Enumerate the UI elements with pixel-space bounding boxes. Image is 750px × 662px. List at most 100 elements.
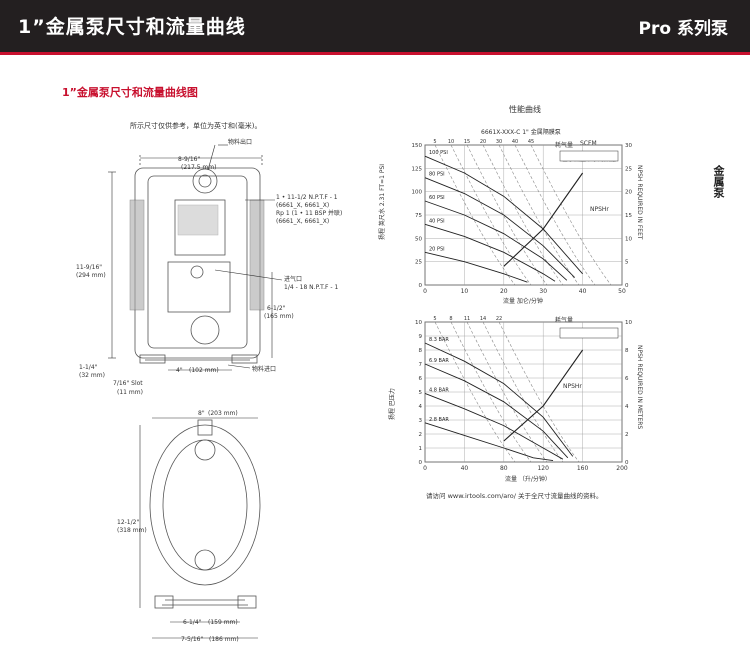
air-curve: [498, 144, 580, 286]
air-curve: [466, 144, 548, 286]
series-label: 100 PSI: [429, 150, 448, 156]
y2-tick-label: 20: [625, 190, 632, 196]
port-2-label: Rp 1 (1 • 11 BSP 并联): [276, 210, 343, 217]
air-tick-label: 30: [496, 139, 502, 145]
series-line: [424, 251, 528, 283]
y-tick-label: 0: [419, 283, 423, 289]
y-tick-label: 7: [419, 362, 423, 368]
dimension-note: 所示尺寸仅供参考，单位为英寸和(毫米)。: [130, 122, 262, 130]
y2-tick-label: 25: [625, 166, 632, 172]
h2-label: 6-1/2": [267, 305, 286, 312]
material-inlet-label: 物料进口: [252, 366, 277, 373]
height-mm-label: (294 mm): [76, 272, 106, 279]
air-unit-top: SCFM: [580, 140, 597, 147]
slot-mm-label: (11 mm): [117, 389, 143, 396]
air-label-top: 耗气量: [555, 142, 574, 149]
air-tick-label: 5: [433, 139, 436, 145]
curves-model: 6661X-XXX-C 1" 金属隔膜泵: [481, 129, 561, 136]
section-title: 1”金属泵尺寸和流量曲线图: [62, 86, 198, 99]
x-tick-label: 30: [539, 288, 547, 295]
air-curve: [514, 144, 596, 286]
series-label: 20 PSI: [429, 246, 445, 252]
y-tick-label: 125: [412, 166, 423, 172]
npsh-label-top: NPSHr: [590, 206, 609, 213]
y2-tick-label: 10: [625, 236, 632, 242]
npsh-label-bottom: NPSHr: [563, 383, 582, 390]
x-tick-label: 200: [616, 465, 628, 472]
npsh-curve: [503, 172, 584, 267]
y2-tick-label: 2: [625, 432, 629, 438]
port-1-models: (6661_X, 6661_X): [276, 202, 330, 209]
mount1-label: 6-1/4": [183, 619, 202, 626]
header-divider: [0, 52, 750, 55]
x-tick-label: 0: [423, 288, 427, 295]
series-label: 40 PSI: [429, 218, 445, 224]
side-width-mm-label: (203 mm): [208, 410, 238, 417]
x-tick-label: 0: [423, 465, 427, 472]
y2-tick-label: 10: [625, 320, 632, 326]
page-header: 1”金属泵尺寸和流量曲线 Pro 系列泵: [0, 0, 750, 52]
y-tick-label: 75: [415, 213, 422, 219]
air-tick-label: 20: [480, 139, 486, 145]
x-tick-label: 160: [577, 465, 589, 472]
xlabel-top: 流量 加仑/分钟: [503, 298, 543, 305]
y2-tick-label: 15: [625, 213, 632, 219]
air-inlet-thread: 1/4 - 18 N.P.T.F - 1: [284, 284, 339, 291]
y2-tick-label: 4: [625, 404, 629, 410]
side-height-label: 12-1/2": [117, 519, 140, 526]
air-curve: [498, 321, 580, 463]
air-tick-label: 40: [512, 139, 518, 145]
mount1-mm-label: (159 mm): [208, 619, 238, 626]
series-line: [424, 342, 574, 457]
legend-box: [559, 150, 619, 162]
series-label: 4.8 BAR: [429, 387, 449, 393]
y-tick-label: 10: [415, 320, 422, 326]
y-tick-label: 1: [419, 446, 423, 452]
air-tick-label: 14: [480, 316, 486, 322]
base-label: 1-1/4": [79, 364, 98, 371]
air-tick-label: 22: [496, 316, 502, 322]
x-tick-label: 50: [618, 288, 626, 295]
xlabel-bottom: 流量 （升/分钟）: [505, 476, 551, 483]
y-tick-label: 6: [419, 376, 423, 382]
series-line: [424, 177, 576, 278]
width-mm-label: (217.5 mm): [181, 164, 217, 171]
y-tick-label: 150: [412, 143, 423, 149]
material-outlet-label: 物料出口: [228, 139, 253, 146]
y-tick-label: 9: [419, 334, 423, 340]
port-2-models: (6661_X, 6661_X): [276, 218, 330, 225]
x-tick-label: 10: [461, 288, 469, 295]
h2-mm-label: (165 mm): [264, 313, 294, 320]
air-inlet-label: 进气口: [284, 276, 303, 283]
air-curve: [434, 321, 516, 463]
npsh-curve: [503, 349, 584, 442]
y-tick-label: 5: [419, 390, 423, 396]
series-line: [424, 155, 583, 275]
y-tick-label: 50: [415, 236, 422, 242]
x-tick-label: 40: [579, 288, 587, 295]
air-tick-label: 10: [448, 139, 454, 145]
series-line: [424, 363, 569, 459]
mount2-mm-label: (186 mm): [209, 636, 239, 643]
air-curve: [450, 321, 532, 463]
y-tick-label: 3: [419, 418, 423, 424]
y2-tick-label: 0: [625, 283, 629, 289]
air-curve: [466, 321, 548, 463]
air-curve: [482, 144, 564, 286]
air-tick-label: 8: [449, 316, 452, 322]
air-curve: [482, 321, 564, 463]
series-label: 80 PSI: [429, 172, 445, 178]
y-tick-label: 25: [415, 260, 422, 266]
brand-label: Pro 系列泵: [638, 19, 728, 39]
y2-tick-label: 0: [625, 460, 629, 466]
legend-box: [559, 327, 619, 339]
air-tick-label: 15: [464, 139, 470, 145]
series-label: 6.9 BAR: [429, 358, 449, 364]
x-tick-label: 80: [500, 465, 508, 472]
series-line: [424, 200, 568, 281]
air-label-bottom: 耗气量: [555, 317, 574, 324]
width-label: 8-9/16": [178, 156, 201, 163]
y-tick-label: 8: [419, 348, 423, 354]
base-mm-label: (32 mm): [79, 372, 105, 379]
